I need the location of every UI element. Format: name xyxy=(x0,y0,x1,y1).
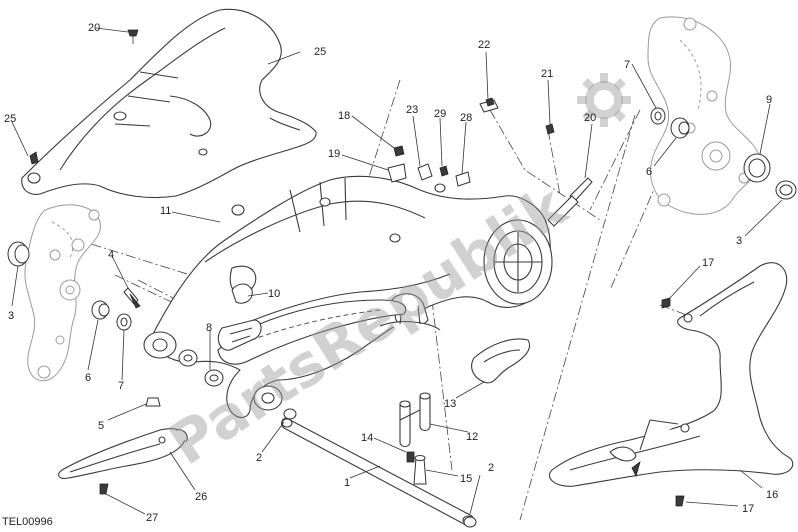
callout-label: 8 xyxy=(206,322,212,334)
callout-label: 7 xyxy=(624,59,630,71)
callout-label: 17 xyxy=(702,257,714,269)
callout-label: 4 xyxy=(108,249,114,261)
callout-label: 28 xyxy=(460,112,472,124)
callout-label: 2 xyxy=(488,462,494,474)
callout-label: 15 xyxy=(460,473,472,485)
leader-lines xyxy=(11,27,783,515)
callout-label: 10 xyxy=(268,288,280,300)
callout-label: 16 xyxy=(766,489,778,501)
callout-label: 12 xyxy=(466,431,478,443)
callout-labels: 20 25 25 3 4 6 7 8 5 11 10 2 1 2 12 15 1… xyxy=(4,22,778,524)
eccentric-axle xyxy=(399,392,431,448)
callout-label: 17 xyxy=(742,503,754,515)
callout-label: 3 xyxy=(736,235,742,247)
callout-label: 6 xyxy=(85,372,91,384)
callout-label: 25 xyxy=(4,113,16,125)
callout-label: 6 xyxy=(646,166,652,178)
chain-slider-lower xyxy=(217,319,262,351)
chain-guard-plate xyxy=(471,338,530,384)
callout-label: 20 xyxy=(88,22,100,34)
callout-label: 19 xyxy=(328,148,340,160)
callout-label: 25 xyxy=(314,46,326,58)
right-footrest-bracket xyxy=(647,16,761,215)
callout-label: 3 xyxy=(8,310,14,322)
callout-label: 23 xyxy=(406,104,418,116)
callout-label: 21 xyxy=(541,68,553,80)
callout-label: 7 xyxy=(118,380,124,392)
callout-label: 9 xyxy=(766,94,772,106)
linkage-hardware xyxy=(406,451,427,485)
callout-label: 20 xyxy=(584,112,596,124)
callout-label: 27 xyxy=(146,512,158,524)
callout-label: 1 xyxy=(344,477,350,489)
left-footrest-bracket xyxy=(24,204,101,382)
callout-label: 26 xyxy=(195,491,207,503)
callout-label: 22 xyxy=(478,39,490,51)
callout-label: 11 xyxy=(160,205,171,217)
lower-chain-guard xyxy=(548,262,794,487)
rear-mudguard xyxy=(21,8,317,199)
gear-icon xyxy=(577,73,631,127)
pivot-shaft xyxy=(281,417,474,526)
fasteners xyxy=(7,29,797,528)
diagram-code: TEL00996 xyxy=(2,516,53,528)
callout-label: 29 xyxy=(434,108,446,120)
callout-label: 2 xyxy=(256,452,262,464)
callout-label: 13 xyxy=(444,398,456,410)
callout-label: 14 xyxy=(361,432,373,444)
callout-label: 18 xyxy=(338,110,350,122)
callout-label: 5 xyxy=(98,420,104,432)
